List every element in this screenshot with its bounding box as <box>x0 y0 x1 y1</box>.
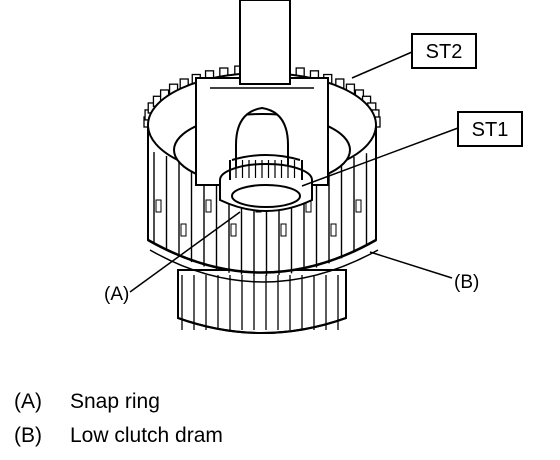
hub-teeth <box>181 275 339 330</box>
legend-item-a: (A) Snap ring <box>14 390 160 414</box>
b-callout-label: (B) <box>454 272 479 293</box>
drum-slot <box>230 223 237 237</box>
legend-item-b: (B) Low clutch dram <box>14 424 223 448</box>
drum-slot <box>205 199 212 213</box>
lower-hub <box>177 269 347 334</box>
st2-callout-box <box>411 33 477 69</box>
st1-ribs <box>235 160 296 178</box>
st1-tool <box>219 154 313 212</box>
st1-callout-box <box>457 111 523 147</box>
drum-slot <box>355 199 362 213</box>
a-callout-label: (A) <box>104 284 129 305</box>
legend-tag-a: (A) <box>14 390 42 413</box>
st2-callout-label: ST2 <box>426 41 463 63</box>
drum-slot <box>280 223 287 237</box>
drum-slot <box>180 223 187 237</box>
drum-slot <box>330 223 337 237</box>
legend-tag-b: (B) <box>14 424 42 447</box>
st1-callout-label: ST1 <box>472 119 509 141</box>
drum-slot <box>155 199 162 213</box>
legend-text-a: Snap ring <box>70 390 160 413</box>
leader-lines <box>129 51 459 293</box>
clutch-drum-diagram: ST2 ST1 (A) (B) <box>104 0 523 334</box>
legend-text-b: Low clutch dram <box>70 424 223 447</box>
